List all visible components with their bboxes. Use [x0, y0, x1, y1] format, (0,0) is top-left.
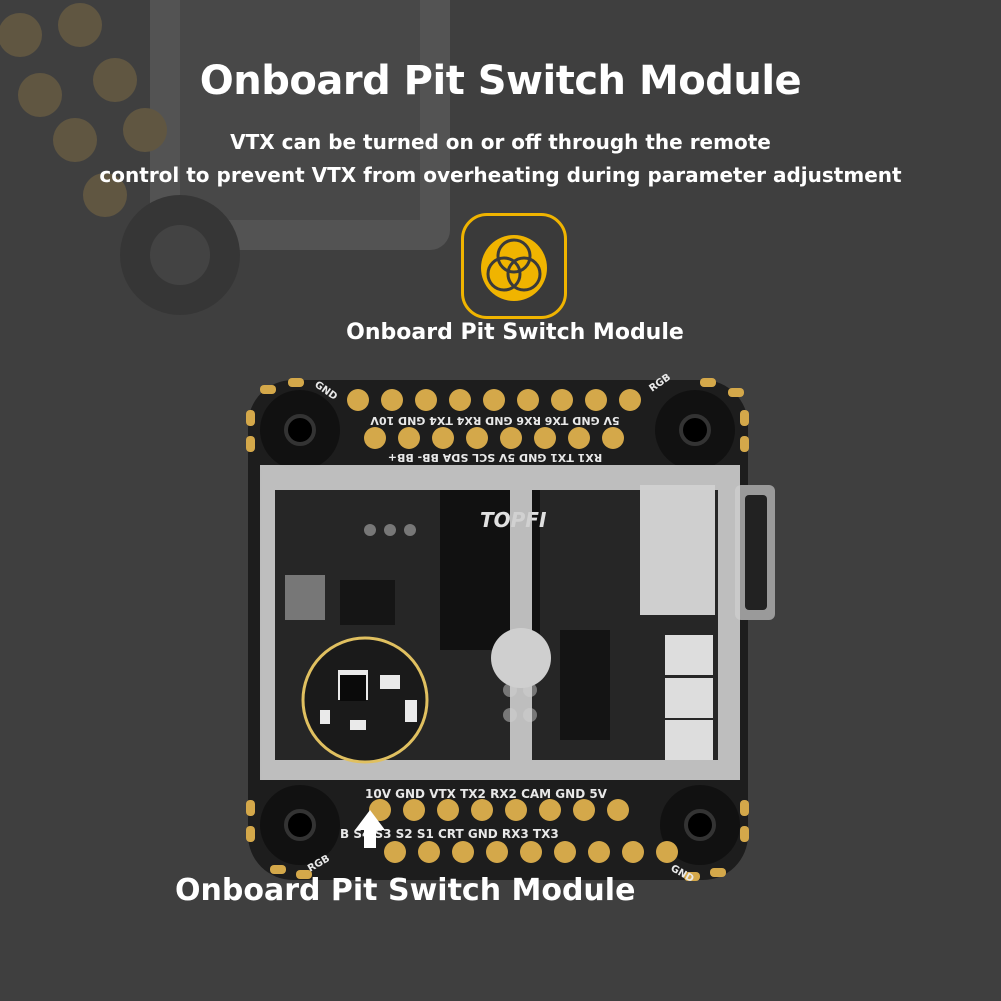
mounting-holes [260, 390, 740, 865]
top-solder-pads [347, 389, 641, 449]
bottom-pad-labels-2: B S4 S3 S2 S1 CRT GND RX3 TX3 [340, 827, 559, 841]
corner-pads [246, 378, 749, 881]
icon-caption: Onboard Pit Switch Module [346, 320, 684, 345]
flight-controller-board: 5V GND TX6 RX6 GND RX4 TX4 GND 10V RX1 T… [246, 372, 775, 885]
feature-icon-box [461, 213, 567, 319]
description-line-2: control to prevent VTX from overheating … [99, 163, 902, 187]
top-pad-labels-2: RX1 TX1 GND 5V SCL SDA BB- BB+ [388, 451, 602, 464]
top-pad-labels-1: 5V GND TX6 RX6 GND RX4 TX4 GND 10V [370, 414, 620, 427]
bottom-label: Onboard Pit Switch Module [175, 873, 636, 908]
description-line-1: VTX can be turned on or off through the … [230, 130, 771, 154]
color-circles-icon [481, 235, 547, 301]
bottom-pad-labels-1: 10V GND VTX TX2 RX2 CAM GND 5V [365, 787, 608, 801]
arrow-up-icon [355, 810, 385, 848]
page-title: Onboard Pit Switch Module [199, 58, 802, 104]
bottom-solder-pads [369, 799, 678, 863]
